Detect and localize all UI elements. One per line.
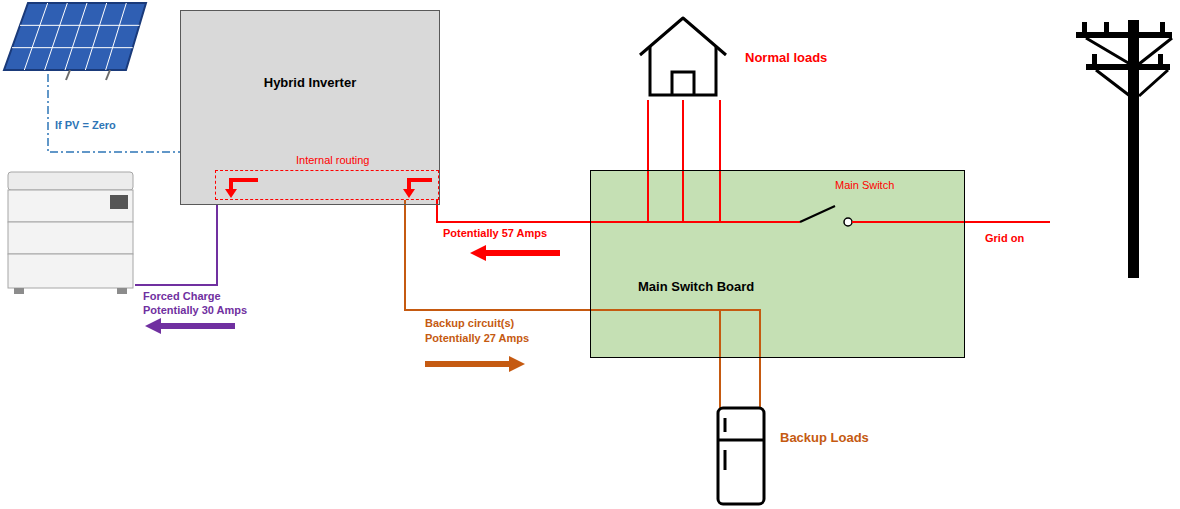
inverter-box: Internal routing Hybrid Inverter [180, 10, 440, 205]
pole-crossarm [1086, 64, 1170, 70]
box-fills [180, 10, 965, 358]
battery-line [135, 205, 217, 285]
flow-arrow [425, 356, 525, 372]
battery-cap [8, 172, 133, 190]
load-label: Backup Loads [780, 430, 869, 446]
load-wire [648, 100, 720, 222]
battery-module [8, 254, 133, 288]
flow-label: Forced Charge [143, 289, 221, 303]
box-title: Hybrid Inverter [264, 75, 356, 90]
box-title: Main Switch Board [638, 279, 754, 294]
panel-cell-line [20, 25, 139, 26]
fridge-split [718, 439, 764, 442]
pole-insulator [1160, 22, 1165, 32]
routing-arrow [409, 180, 432, 190]
switch-blade [800, 206, 835, 222]
load-label: Normal loads [745, 50, 827, 66]
pv-line [48, 74, 180, 152]
flow-label: Backup circuit(s) [425, 316, 514, 330]
flow-label: Potentially 30 Amps [143, 303, 247, 317]
routing-arrow [231, 180, 258, 190]
pole-insulator [1092, 54, 1097, 64]
pole-insulator [1158, 54, 1163, 64]
feed-line [437, 200, 590, 222]
panel-cell-line [65, 3, 87, 70]
backup-wire [590, 310, 760, 408]
box-fill [180, 10, 440, 205]
pole-post [1128, 20, 1139, 278]
flow-label: Potentially 27 Amps [425, 331, 529, 345]
routing-box: Internal routing [215, 170, 439, 200]
pole-crossarm [1076, 32, 1172, 38]
panel-cell-line [12, 47, 133, 48]
flow-arrow [470, 245, 560, 261]
panel-leg [66, 70, 70, 80]
house-walls [650, 47, 716, 95]
pole-insulator [1104, 22, 1109, 32]
backup-circuit-line [405, 200, 590, 310]
switchboard-box: Main Switch Board [590, 170, 965, 358]
solar-panel [4, 3, 146, 70]
battery-icon [8, 172, 133, 294]
grid-label: Grid on [985, 231, 1024, 245]
fridge-handle [724, 418, 727, 432]
panel-cell-line [106, 3, 127, 70]
battery-module [8, 190, 133, 222]
grid-wire [852, 221, 1050, 223]
box-title: Internal routing [296, 154, 369, 166]
routing-arrowhead [225, 189, 237, 198]
switch-contact [844, 218, 852, 226]
house-icon [640, 18, 726, 95]
panel-frame [4, 3, 146, 70]
bus-wire [590, 221, 800, 223]
pole-insulator [1082, 22, 1087, 32]
flow-label: Potentially 57 Amps [443, 226, 547, 240]
pole-brace [1086, 38, 1172, 96]
fridge-handle [724, 450, 727, 470]
panel-cell-line [85, 3, 106, 70]
fridge-body [718, 408, 764, 504]
house-roof [640, 18, 726, 55]
panel-cell-line [45, 3, 68, 70]
routing-arrowhead [403, 189, 415, 198]
switch-label: Main Switch [835, 178, 894, 192]
connectors [405, 200, 590, 310]
flow-arrow [145, 318, 235, 334]
house-door [672, 72, 694, 95]
battery-module [8, 222, 133, 254]
battery-panel [110, 195, 128, 209]
panel-cell-line [24, 3, 47, 70]
battery-foot [117, 288, 127, 294]
power-pole [1076, 20, 1172, 278]
battery-foot [14, 288, 24, 294]
fridge-icon [718, 408, 764, 504]
panel-leg [106, 70, 110, 80]
pv-note: If PV = Zero [55, 118, 116, 132]
box-fill [590, 170, 965, 358]
